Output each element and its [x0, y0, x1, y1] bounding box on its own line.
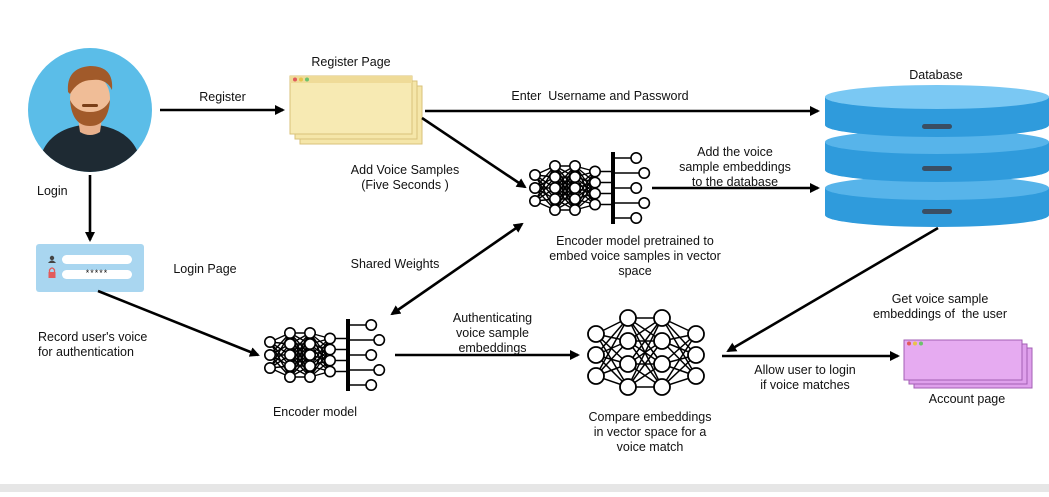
- get-embeddings-label: Get voice sample embeddings of the user: [872, 292, 1008, 321]
- add-voice-samples-arrow: [421, 116, 527, 189]
- account-page-title: Account page: [928, 392, 1006, 406]
- allow-login-label: Allow user to login if voice matches: [754, 363, 856, 392]
- register-edge-label: Register: [199, 90, 246, 104]
- shared-weights-label: Shared Weights: [350, 257, 440, 271]
- user-avatar-icon: [28, 48, 152, 172]
- record-voice-arrow: [97, 289, 260, 357]
- encoder-bottom-caption: Encoder model: [272, 405, 358, 419]
- add-embeddings-label: Add the voice sample embeddings to the d…: [679, 145, 791, 189]
- encoder-model-top-icon: [528, 152, 651, 225]
- comparator-caption: Compare embeddings in vector space for a…: [588, 410, 712, 454]
- login-page-title: Login Page: [173, 262, 237, 276]
- login-edge-label: Login: [37, 184, 68, 198]
- edges: [85, 105, 939, 361]
- comparator-network-icon: [587, 309, 705, 396]
- register-page-title: Register Page: [311, 55, 391, 69]
- encoder-top-caption: Encoder model pretrained to embed voice …: [549, 234, 721, 278]
- shared-weights-arrow: [390, 222, 524, 316]
- encoder-model-bottom-icon: [263, 318, 386, 391]
- database-title: Database: [909, 68, 963, 82]
- register-page-icon: [289, 75, 423, 145]
- authenticating-label: Authenticating voice sample embeddings: [452, 311, 533, 355]
- add-voice-samples-label: Add Voice Samples (Five Seconds ): [350, 163, 460, 192]
- account-page-icon: [903, 339, 1033, 389]
- enter-credentials-label: Enter Username and Password: [511, 89, 689, 103]
- bottom-divider: [0, 484, 1049, 492]
- database-icon: [825, 85, 1049, 227]
- login-password-mask: *****: [85, 268, 109, 278]
- record-voice-label: Record user's voice for authentication: [38, 330, 148, 359]
- login-page-icon: [36, 244, 144, 292]
- get-embeddings-arrow: [726, 226, 939, 353]
